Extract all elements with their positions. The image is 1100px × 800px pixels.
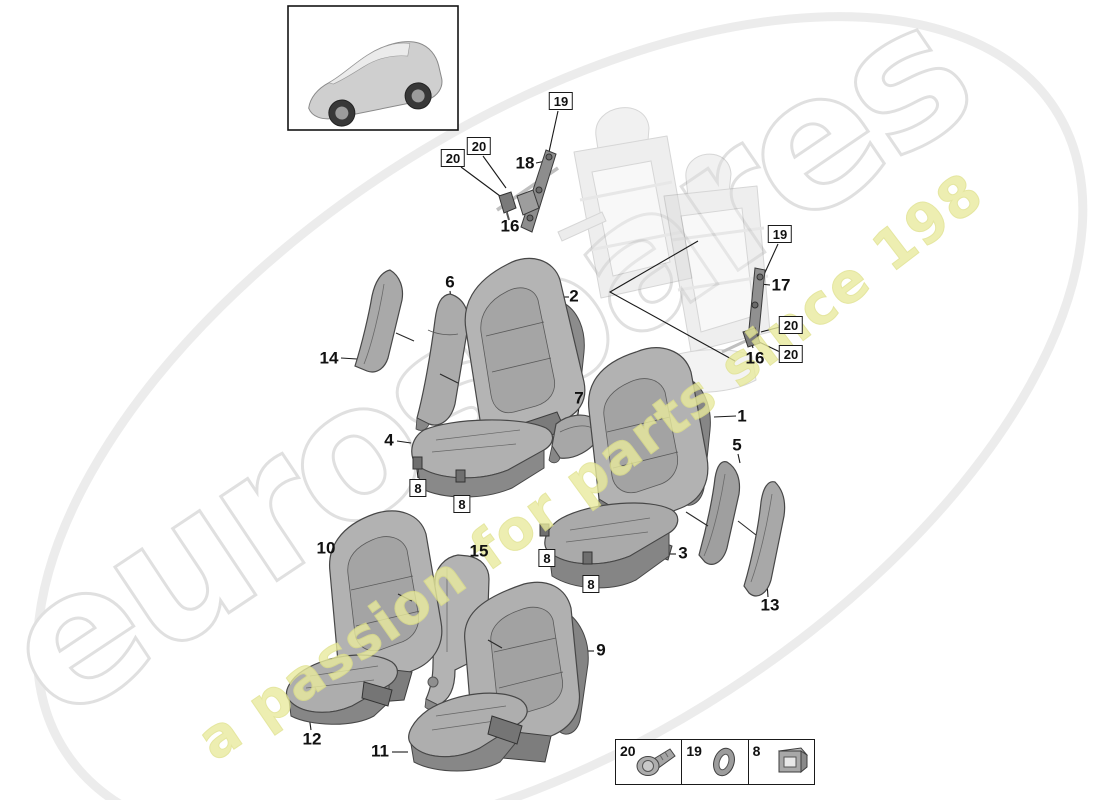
callout-box-8-a[interactable]: 8 — [409, 479, 427, 497]
clip-icon — [778, 747, 808, 774]
part-side-trim-14 — [354, 269, 404, 373]
callout-3[interactable]: 3 — [678, 543, 688, 563]
callout-box-19-right[interactable]: 19 — [767, 225, 793, 243]
ghost-backrest-frame-left — [557, 107, 693, 299]
legend-label-8: 8 — [752, 743, 761, 759]
callout-11[interactable]: 11 — [371, 741, 389, 761]
callout-15[interactable]: 15 — [469, 541, 489, 561]
callout-9[interactable]: 9 — [596, 640, 606, 660]
assembly-dashes — [395, 332, 757, 649]
part-side-trim-13 — [743, 481, 786, 597]
legend-item-screw[interactable]: 20 — [616, 740, 683, 784]
callout-16-right[interactable]: 16 — [745, 348, 765, 368]
clip-8-a — [412, 456, 423, 470]
clip-8-c — [539, 523, 550, 537]
car-inset — [287, 5, 459, 131]
callout-1[interactable]: 1 — [737, 406, 747, 426]
clip-8-d — [582, 551, 593, 565]
part-cushion-frame-3 — [539, 502, 679, 589]
callout-6[interactable]: 6 — [445, 272, 455, 292]
callout-2[interactable]: 2 — [569, 286, 579, 306]
callout-13[interactable]: 13 — [760, 595, 780, 615]
callout-box-20-top-b[interactable]: 20 — [440, 149, 466, 167]
fasteners-legend: 20 19 8 — [615, 739, 815, 785]
part-clip-16-right — [742, 327, 761, 348]
callout-10[interactable]: 10 — [316, 538, 336, 558]
screw-icon — [636, 748, 677, 776]
part-cushion-12 — [285, 654, 398, 725]
callout-box-20-right-b[interactable]: 20 — [778, 345, 804, 363]
legend-label-20: 20 — [620, 743, 636, 759]
legend-label-19: 19 — [686, 743, 702, 759]
callout-16-left[interactable]: 16 — [500, 216, 520, 236]
legend-item-clip[interactable]: 8 — [749, 740, 814, 784]
callout-box-19-top[interactable]: 19 — [548, 92, 574, 110]
clip-8-b — [455, 469, 466, 483]
part-cushion-11 — [408, 692, 528, 772]
callout-box-8-c[interactable]: 8 — [538, 549, 556, 567]
callout-4[interactable]: 4 — [384, 430, 394, 450]
part-clip-16-left — [498, 191, 517, 221]
part-backrest-cover-2 — [464, 257, 586, 453]
callout-box-20-right-a[interactable]: 20 — [778, 316, 804, 334]
callout-7[interactable]: 7 — [574, 388, 584, 408]
legend-item-grommet[interactable]: 19 — [682, 740, 749, 784]
callout-17[interactable]: 17 — [771, 275, 791, 295]
callout-14[interactable]: 14 — [319, 348, 339, 368]
car-side-view-icon — [308, 41, 443, 127]
callout-5[interactable]: 5 — [732, 435, 742, 455]
callout-box-20-top-a[interactable]: 20 — [466, 137, 492, 155]
callout-box-8-b[interactable]: 8 — [453, 495, 471, 513]
callout-18[interactable]: 18 — [515, 153, 535, 173]
part-side-trim-5 — [698, 461, 741, 565]
grommet-icon — [712, 747, 735, 777]
part-cushion-4 — [411, 419, 554, 498]
callout-12[interactable]: 12 — [302, 729, 322, 749]
callout-box-8-d[interactable]: 8 — [582, 575, 600, 593]
